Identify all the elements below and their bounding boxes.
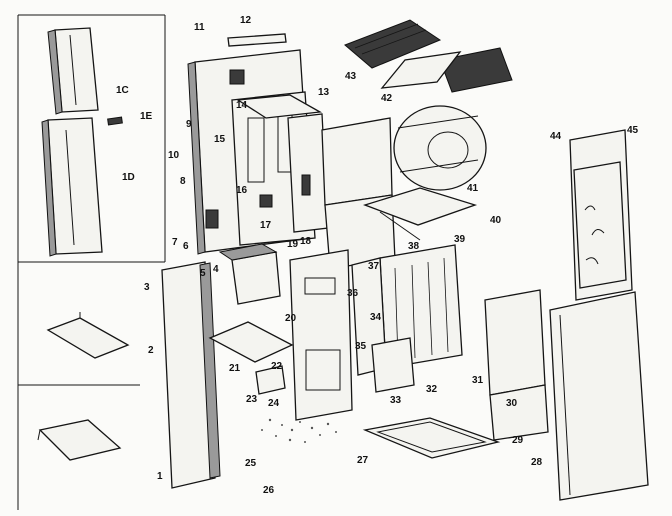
part-label-6: 6 xyxy=(183,241,189,252)
door-upper-panel xyxy=(47,27,99,115)
front-panel-1 xyxy=(161,261,221,489)
burner-assembly-33 xyxy=(371,337,415,393)
part-label-36: 36 xyxy=(347,288,359,299)
part-label-1d: 1D xyxy=(122,172,135,183)
blower-41 xyxy=(393,105,487,191)
part-label-25: 25 xyxy=(245,458,257,469)
door-lower-panel xyxy=(41,117,103,257)
part-label-21: 21 xyxy=(229,363,241,374)
part-label-41: 41 xyxy=(467,183,479,194)
part-label-23: 23 xyxy=(246,394,258,405)
part-label-22: 22 xyxy=(271,361,283,372)
part-label-16: 16 xyxy=(236,185,248,196)
part-label-26: 26 xyxy=(263,485,275,496)
plate-23 xyxy=(255,365,286,395)
part-label-20: 20 xyxy=(285,313,297,324)
side-panel-18 xyxy=(287,113,329,233)
part-label-35: 35 xyxy=(355,341,367,352)
deflector-42 xyxy=(380,51,462,89)
part-label-1e: 1E xyxy=(140,111,153,122)
part-label-30: 30 xyxy=(506,398,518,409)
part-label-13: 13 xyxy=(318,87,330,98)
filter-43-top xyxy=(344,19,442,69)
control-box-19 xyxy=(218,243,281,305)
blower-deck-39 xyxy=(362,187,478,241)
baffle-panel xyxy=(321,117,396,269)
part-label-14: 14 xyxy=(236,100,248,111)
part-label-32: 32 xyxy=(426,384,438,395)
part-label-43: 43 xyxy=(345,71,357,82)
door-handle-1e xyxy=(107,116,123,126)
part-label-4: 4 xyxy=(213,264,219,275)
part-label-5: 5 xyxy=(200,268,206,279)
bracket-21-upper xyxy=(46,312,130,359)
part-label-27: 27 xyxy=(357,455,369,466)
part-label-34: 34 xyxy=(370,312,382,323)
vestibule-panel xyxy=(289,249,353,421)
part-label-44: 44 xyxy=(550,131,562,142)
part-label-31: 31 xyxy=(472,375,484,386)
part-label-2: 2 xyxy=(148,345,154,356)
part-label-38: 38 xyxy=(408,241,420,252)
front-panel-28 xyxy=(549,291,649,501)
part-label-9: 9 xyxy=(186,119,192,130)
part-label-28: 28 xyxy=(531,457,543,468)
top-strip-12 xyxy=(227,33,287,47)
inset-frame xyxy=(17,14,166,510)
part-label-37: 37 xyxy=(368,261,380,272)
part-label-1c: 1C xyxy=(116,85,129,96)
base-pan-27 xyxy=(362,417,501,459)
part-label-17: 17 xyxy=(260,220,272,231)
bracket-21-center xyxy=(208,321,294,363)
part-label-29: 29 xyxy=(512,435,524,446)
part-label-12: 12 xyxy=(240,15,252,26)
part-label-10: 10 xyxy=(168,150,180,161)
part-label-40: 40 xyxy=(490,215,502,226)
filter-43-right xyxy=(439,47,513,93)
part-label-1: 1 xyxy=(157,471,163,482)
part-label-24: 24 xyxy=(268,398,280,409)
part-label-8: 8 xyxy=(180,176,186,187)
side-panel-44 xyxy=(569,129,633,301)
part-label-42: 42 xyxy=(381,93,393,104)
part-label-3: 3 xyxy=(144,282,150,293)
part-label-33: 33 xyxy=(390,395,402,406)
part-label-11: 11 xyxy=(194,22,205,33)
bracket-21-lower xyxy=(37,419,122,461)
part-label-15: 15 xyxy=(214,134,226,145)
part-label-18: 18 xyxy=(300,236,312,247)
part-label-7: 7 xyxy=(172,237,178,248)
top-plate-14 xyxy=(236,94,323,119)
part-label-45: 45 xyxy=(627,125,639,136)
part-label-19: 19 xyxy=(287,239,299,250)
part-label-39: 39 xyxy=(454,234,466,245)
insulation-24 xyxy=(261,418,337,443)
panel-29 xyxy=(484,289,549,441)
